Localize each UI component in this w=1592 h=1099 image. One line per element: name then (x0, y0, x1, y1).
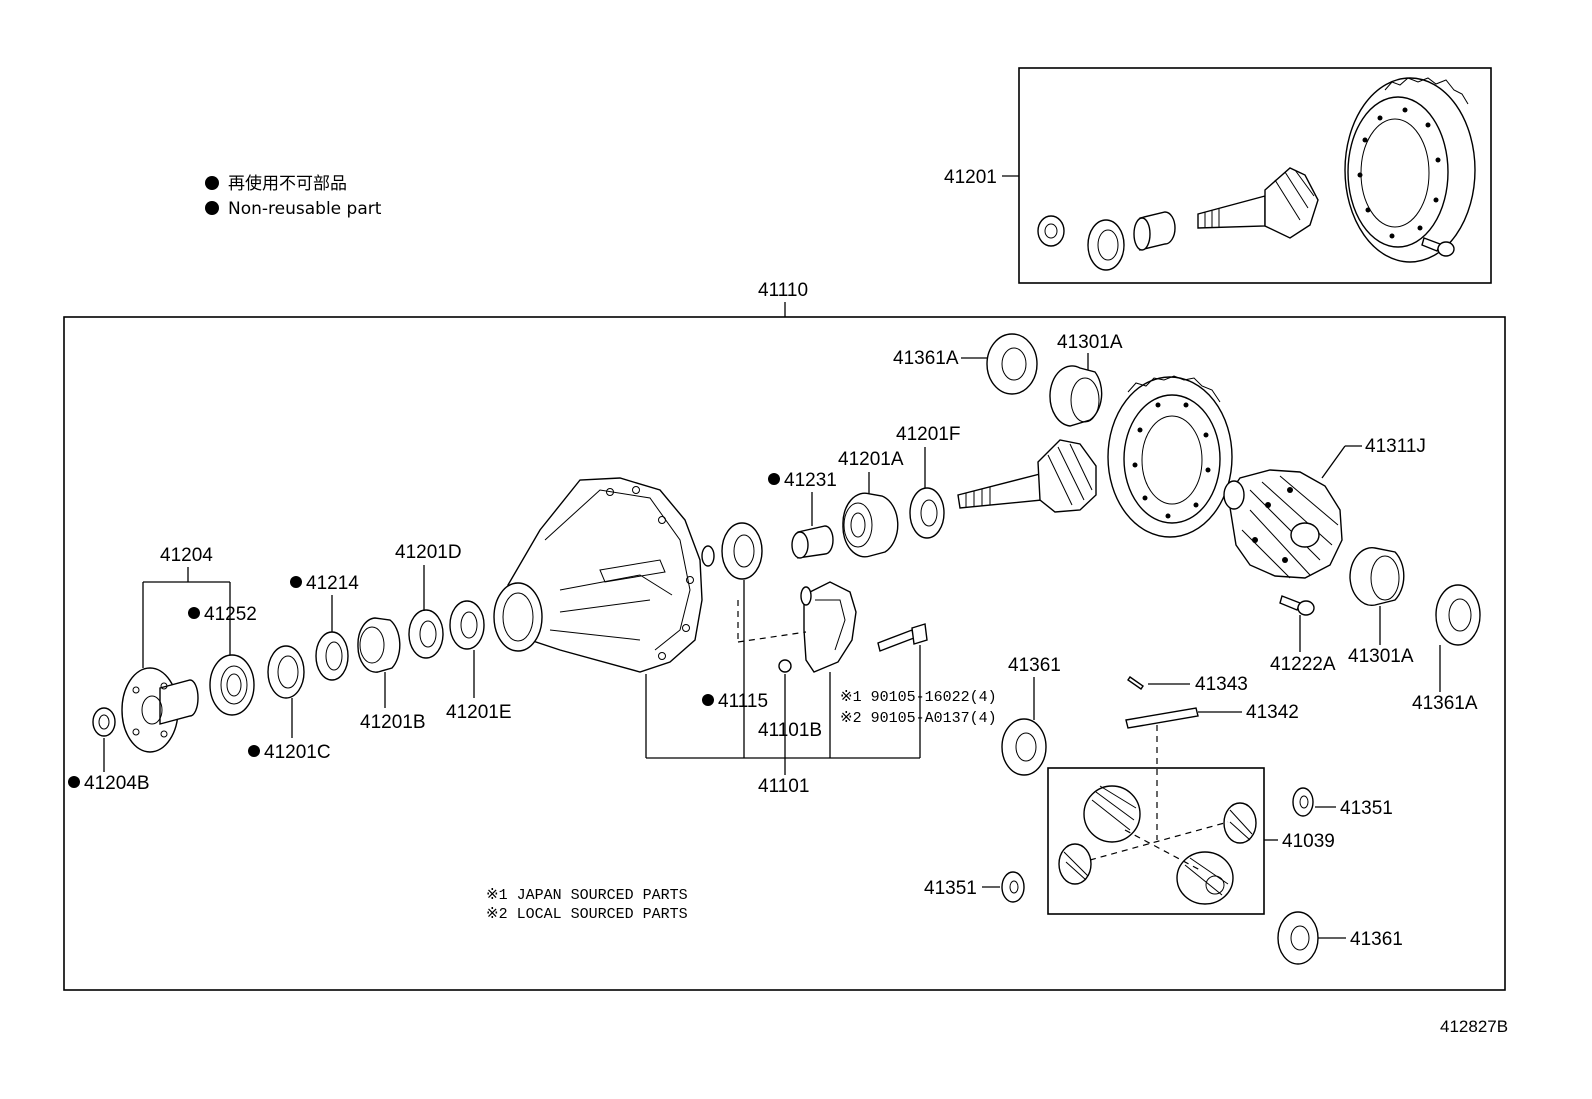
note-japan-sourced: ※1 JAPAN SOURCED PARTS (486, 887, 688, 904)
washer-41361a-bottom (1435, 584, 1481, 646)
washer-41201f (909, 487, 945, 539)
non-reusable-dot-icon (68, 776, 80, 788)
spacer-icon (1133, 211, 1176, 251)
label-41204b[interactable]: 41204B (84, 773, 150, 794)
washer-41351-right (1292, 787, 1314, 817)
legend-en: Non-reusable part (228, 199, 382, 219)
bearing-cap-icon (800, 581, 857, 673)
legend: 再使用不可部品 Non-reusable part (205, 173, 382, 219)
label-41201d[interactable]: 41201D (395, 542, 462, 563)
pin-41343-icon (1127, 676, 1144, 690)
label-41201[interactable]: 41201 (944, 167, 997, 188)
side-gear-icon (1058, 785, 1257, 905)
label-bolt-part-2[interactable]: ※2 90105-A0137(4) (840, 710, 997, 727)
seal-41201c (267, 645, 305, 699)
nut-41204b-icon (92, 707, 116, 737)
main-assembly-box (63, 316, 1506, 991)
bolt-icon (1421, 237, 1455, 257)
bearing-41301a-top (1049, 365, 1103, 427)
bearing-41201b (357, 617, 401, 673)
label-41311j[interactable]: 41311J (1365, 436, 1426, 457)
gear-kit-41039-box (1047, 767, 1265, 915)
washer-41351-left (1001, 871, 1025, 903)
bolt-41222a-icon (1279, 595, 1315, 616)
label-41214[interactable]: 41214 (306, 573, 359, 594)
label-41342[interactable]: 41342 (1246, 702, 1299, 723)
washer-41214 (315, 631, 349, 681)
label-41343[interactable]: 41343 (1195, 674, 1248, 695)
pin-41101b-icon (778, 659, 792, 673)
seal-icon (1087, 219, 1125, 271)
legend-dot-icon (205, 176, 219, 190)
label-41361a-bottom[interactable]: 41361A (1412, 693, 1478, 714)
ring-gear-main-icon (1107, 375, 1233, 538)
label-41110[interactable]: 41110 (758, 280, 808, 301)
diagram-id: 412827B (1440, 1017, 1508, 1036)
label-41222a[interactable]: 41222A (1270, 654, 1336, 675)
label-41351-right[interactable]: 41351 (1340, 798, 1393, 819)
pinion-shaft-41342-icon (1125, 707, 1199, 729)
washer-41361-bottom (1277, 911, 1319, 965)
non-reusable-dot-icon (702, 694, 714, 706)
cap-bolt-icon (877, 623, 928, 652)
washer-41361-mid (1001, 718, 1047, 776)
label-41204[interactable]: 41204 (160, 545, 213, 566)
non-reusable-dot-icon (768, 473, 780, 485)
seal-41101-icon (721, 522, 763, 580)
label-41039[interactable]: 41039 (1282, 831, 1335, 852)
label-41301a-bottom[interactable]: 41301A (1348, 646, 1414, 667)
bearing-41201a (842, 492, 899, 558)
label-41115[interactable]: 41115 (718, 691, 768, 712)
label-41201e[interactable]: 41201E (446, 702, 512, 723)
label-41351-left[interactable]: 41351 (924, 878, 977, 899)
label-41201b[interactable]: 41201B (360, 712, 426, 733)
label-41101b[interactable]: 41101B (758, 720, 822, 741)
bearing-41301a-bottom (1349, 547, 1405, 606)
spacer-41231 (791, 525, 834, 559)
ring-gear-set-box: 41201 (944, 67, 1492, 284)
label-41231[interactable]: 41231 (784, 470, 837, 491)
carrier-housing-icon (493, 477, 715, 673)
label-41301a-top[interactable]: 41301A (1057, 332, 1123, 353)
washer-41201e (449, 600, 485, 650)
label-41201f[interactable]: 41201F (896, 424, 960, 445)
note-local-sourced: ※2 LOCAL SOURCED PARTS (486, 906, 688, 923)
label-41361-bottom[interactable]: 41361 (1350, 929, 1403, 950)
ring-gear-icon (1344, 77, 1476, 263)
label-41201a[interactable]: 41201A (838, 449, 904, 470)
legend-jp: 再使用不可部品 (228, 173, 347, 194)
washer-41201d (408, 609, 444, 659)
label-41361a-top[interactable]: 41361A (893, 348, 959, 369)
non-reusable-dot-icon (248, 745, 260, 757)
seal-41252 (209, 654, 255, 716)
companion-flange-icon (121, 667, 199, 753)
label-41201c[interactable]: 41201C (264, 742, 331, 763)
non-reusable-dot-icon (290, 576, 302, 588)
differential-case-icon (1223, 469, 1343, 579)
label-bolt-part-1[interactable]: ※1 90105-16022(4) (840, 689, 997, 706)
drive-pinion-icon (957, 439, 1097, 513)
non-reusable-dot-icon (188, 607, 200, 619)
label-41361-mid[interactable]: 41361 (1008, 655, 1061, 676)
label-41101[interactable]: 41101 (758, 776, 809, 797)
group-41101-bracket (645, 580, 921, 775)
nut-icon (1037, 215, 1065, 247)
pinion-gear-icon (1197, 167, 1319, 239)
legend-dot-icon (205, 201, 219, 215)
washer-41361a-top (986, 333, 1038, 395)
